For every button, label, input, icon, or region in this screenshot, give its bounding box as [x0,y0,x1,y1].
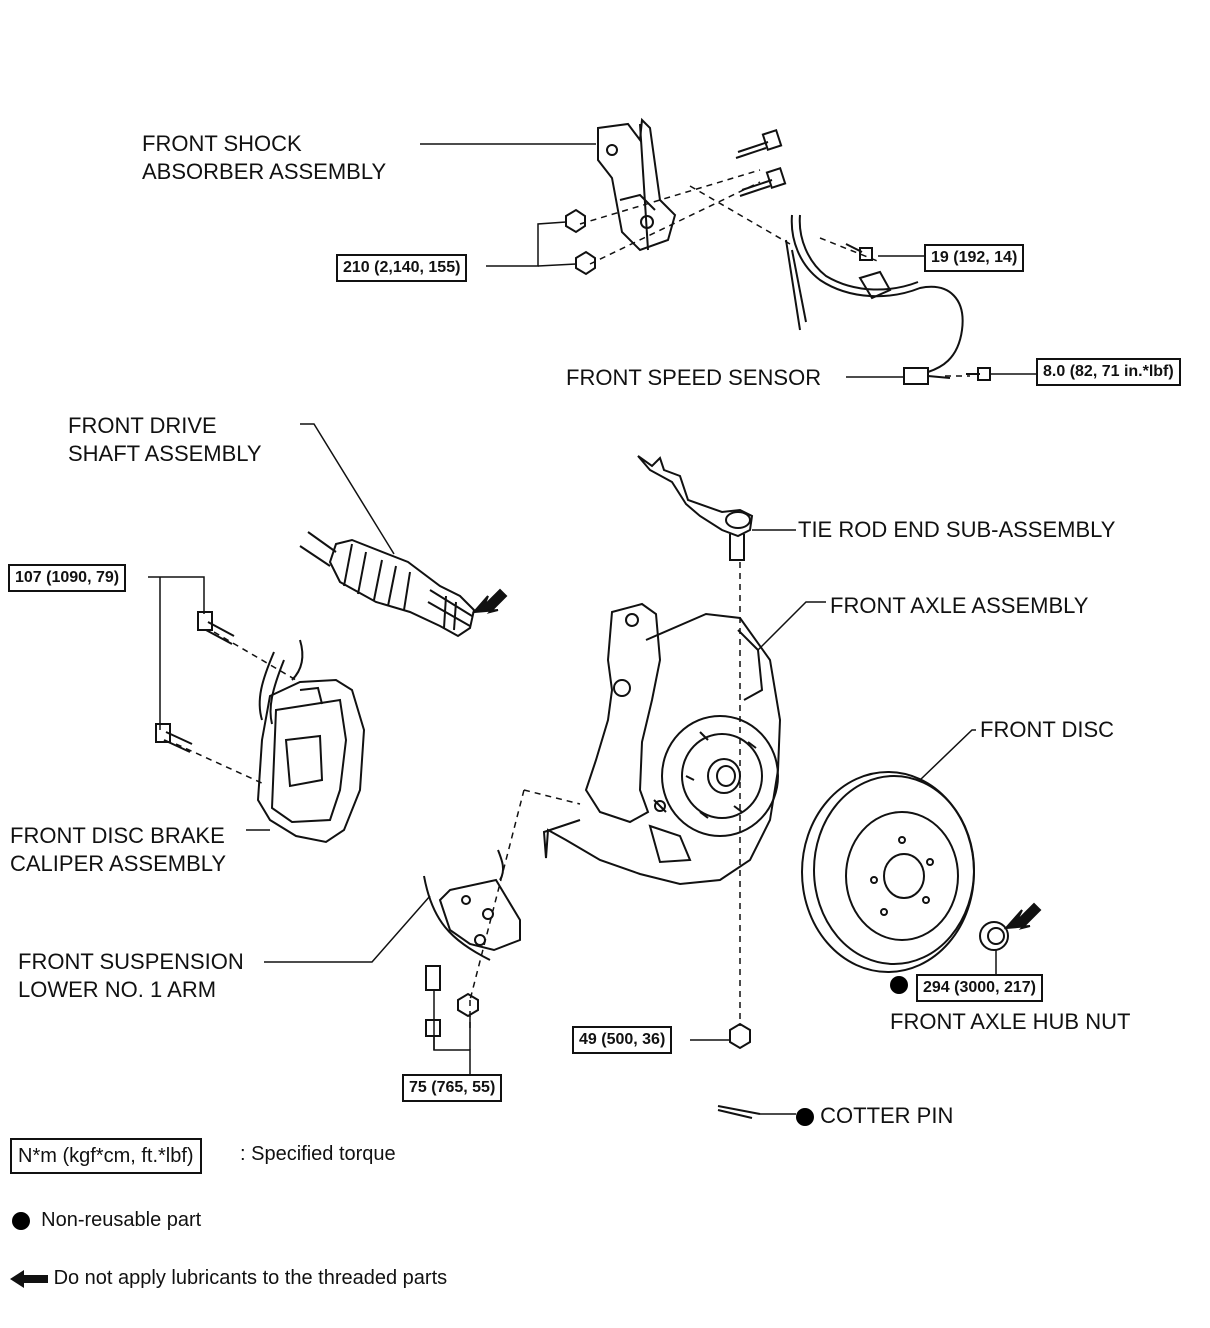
label-lower-arm: FRONT SUSPENSION LOWER NO. 1 ARM [18,949,244,1002]
shock-bolts [735,128,787,197]
shock-absorber-bracket [597,117,677,252]
cotter-pin-text: COTTER PIN [820,1103,954,1128]
legend-no-lube-text: Do not apply lubricants to the threaded … [53,1267,448,1289]
label-front-disc: FRONT DISC [980,717,1115,742]
hub-nut [979,921,1009,951]
legend-nonreusable: Non-reusable part [12,1208,201,1232]
label-front-shock-absorber: FRONT SHOCK ABSORBER ASSEMBLY [142,131,387,184]
torque-box-shock-nuts: 210 (2,140, 155) [336,254,468,282]
torque-box-caliper: 107 (1090, 79) [8,564,127,592]
label-front-axle-hub-nut: FRONT AXLE HUB NUT [890,1009,1131,1034]
torque-box-lower-arm: 75 (765, 55) [402,1074,503,1102]
legend-torque-desc: : Specified torque [240,1143,396,1165]
label-cotter-pin: COTTER PIN [796,1102,953,1130]
legend-torque-unit: N*m (kgf*cm, ft.*lbf) [10,1138,202,1174]
shock-nuts [565,208,596,276]
left-arrow-icon [10,1269,48,1288]
label-tie-rod-end: TIE ROD END SUB-ASSEMBLY [798,517,1116,542]
label-front-speed-sensor: FRONT SPEED SENSOR [566,365,822,390]
no-lube-arrow-shaft [471,588,508,614]
drive-shaft [299,531,476,638]
legend-nonreusable-text: Non-reusable part [41,1209,202,1231]
torque-box-sensor-bracket: 19 (192, 14) [924,244,1025,272]
non-reusable-dot-icon [796,1108,814,1127]
axle-knuckle [542,602,782,886]
hub-nut-dot-icon [890,976,908,994]
label-front-axle-assembly: FRONT AXLE ASSEMBLY [830,593,1089,618]
brake-caliper [256,639,366,844]
label-front-drive-shaft: FRONT DRIVE SHAFT ASSEMBLY [68,413,262,466]
legend-no-lube: Do not apply lubricants to the threaded … [10,1266,447,1290]
lower-arm [423,849,521,961]
castle-nut [729,1022,751,1050]
torque-box-tie-rod-nut: 49 (500, 36) [572,1026,673,1054]
cotter-pin [717,1105,761,1115]
legend-dot-icon [12,1211,30,1230]
speed-sensor-wire [785,214,964,385]
no-lube-arrow-nut [1003,902,1042,930]
label-brake-caliper: FRONT DISC BRAKE CALIPER ASSEMBLY [10,823,227,876]
torque-box-hub-nut: 294 (3000, 217) [916,974,1043,1002]
tie-rod-end [637,455,754,561]
front-disc [801,771,975,973]
torque-box-speed-sensor: 8.0 (82, 71 in.*lbf) [1036,358,1181,386]
